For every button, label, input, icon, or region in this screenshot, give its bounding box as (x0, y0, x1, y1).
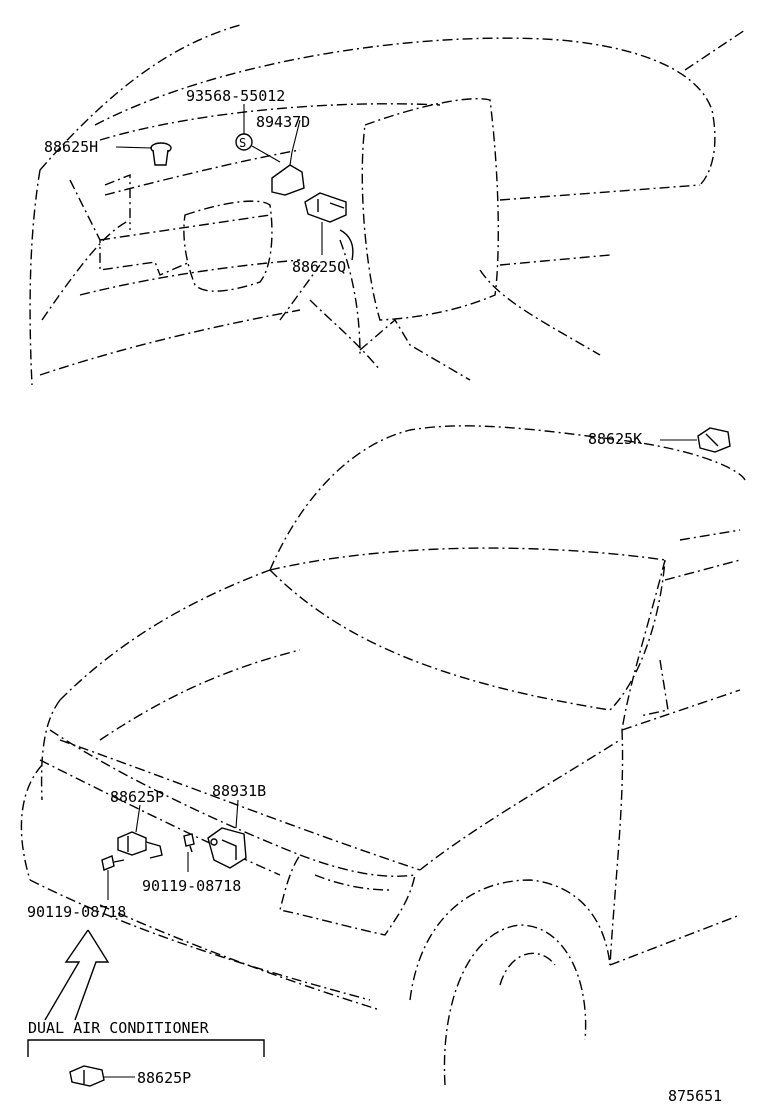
part-89437D-body (271, 164, 305, 196)
wheel-arch (409, 879, 611, 1001)
lower-shelf-2 (79, 259, 301, 296)
wire-harness (339, 229, 354, 261)
dual-ac-inset: DUAL AIR CONDITIONER 88625P (27, 929, 265, 1087)
left-panel-box (69, 179, 191, 276)
callout-88931B: 88931B (212, 782, 266, 800)
callout-88625H: 88625H (44, 138, 98, 156)
center-opening (183, 200, 273, 292)
door-front-edge (609, 729, 624, 966)
windshield (269, 559, 666, 711)
dashboard-view: S 93568-55012 89437D 88625H 88625Q (29, 24, 746, 386)
figure-number: 875651 (668, 1087, 722, 1105)
grille-left-edge (40, 699, 61, 801)
callout-90119-08718-right: 90119-08718 (142, 877, 241, 895)
hood-center-crease (99, 649, 301, 741)
roof-front-edge (269, 547, 666, 571)
headlight-inner (314, 874, 391, 891)
part-88625K-group: 88625K (588, 427, 731, 453)
dash-top (99, 103, 441, 141)
grille-top (49, 729, 301, 856)
bumper-bottom (29, 879, 371, 1001)
lower-shelf (39, 309, 301, 376)
a-pillar (621, 559, 666, 731)
side-lower (609, 914, 741, 966)
left-a-pillar (29, 169, 41, 386)
console-base-right (479, 269, 601, 356)
tire-outer (443, 924, 587, 1086)
headlight (279, 854, 416, 936)
roof-line (94, 37, 716, 186)
tire-inner (499, 952, 556, 986)
dash-far-lower (499, 254, 611, 266)
roof-outline (269, 425, 746, 571)
callout-88625P-dual: 88625P (137, 1069, 191, 1087)
part-88625P-dual-connector (69, 1065, 105, 1087)
callout-88625K: 88625K (588, 430, 642, 448)
bumper-front (99, 904, 381, 1011)
callout-88625P-front: 88625P (110, 788, 164, 806)
pointer-arrow (44, 929, 110, 1021)
door-belt-line (621, 689, 741, 731)
left-panel-outer (41, 219, 131, 321)
left-vent-frame (104, 173, 131, 230)
section-bracket (27, 1039, 265, 1057)
mirror (639, 659, 669, 717)
bolt-90119-left (101, 855, 125, 871)
dash-upper-edge (104, 149, 301, 196)
dash-far-edge (499, 184, 701, 201)
section-label-dual-ac: DUAL AIR CONDITIONER (28, 1019, 210, 1037)
part-88625H-sensor (150, 142, 172, 166)
bolt-90119-right (183, 833, 195, 853)
console-tower (361, 98, 499, 321)
roof-corner (684, 29, 746, 71)
windshield-line (39, 24, 241, 171)
console-side (339, 239, 361, 356)
vehicle-view: 88625P 88931B 90119-08718 90119-08718 (20, 425, 746, 1086)
grille-lines (39, 759, 281, 876)
part-88625K-connector (697, 427, 731, 453)
side-window (664, 529, 741, 581)
dash-lower-edge (99, 214, 271, 241)
bumper-left (20, 764, 43, 881)
screw-symbol-letter: S (239, 136, 246, 150)
part-88931B-bracket (207, 827, 247, 869)
fender-line (419, 739, 621, 871)
callout-90119-08718-left: 90119-08718 (27, 903, 126, 921)
part-88625Q-connector (304, 192, 347, 223)
console-column (279, 264, 381, 371)
callout-89437D: 89437D (256, 113, 310, 131)
hood-outline (59, 569, 271, 701)
callout-88625Q: 88625Q (292, 258, 346, 276)
console-base-left (359, 318, 471, 381)
callout-93568-55012: 93568-55012 (186, 87, 285, 105)
part-88625P-sensor (117, 831, 163, 859)
